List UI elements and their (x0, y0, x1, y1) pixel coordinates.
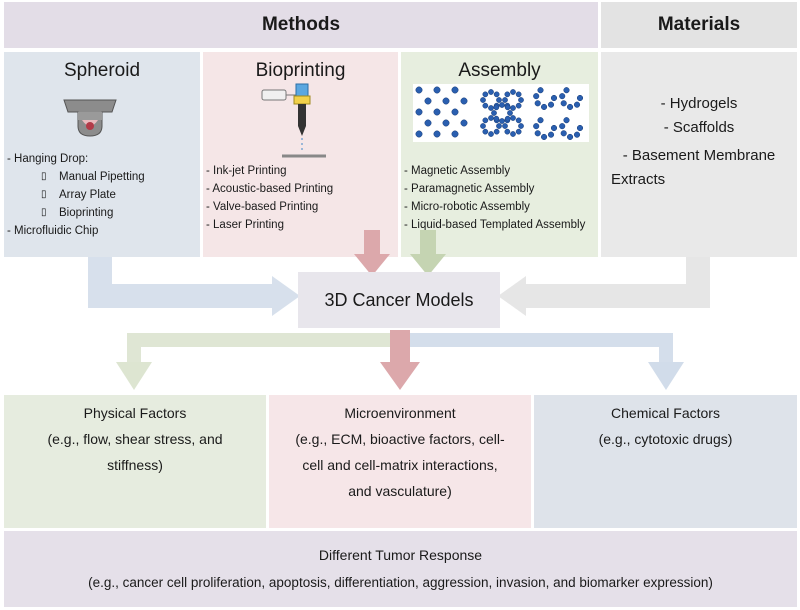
assembly-item: - Paramagnetic Assembly (404, 183, 535, 195)
spheroid-subitem: ▯Bioprinting (41, 207, 114, 219)
materials-item: - Hydrogels (660, 95, 738, 112)
bioprinting-title: Bioprinting (255, 60, 346, 81)
spheroid-subitem: ▯Array Plate (41, 189, 116, 201)
bioprinting-item: - Acoustic-based Printing (206, 183, 334, 195)
assembly-item: - Liquid-based Templated Assembly (404, 219, 586, 231)
materials-item: - Scaffolds (663, 119, 735, 136)
bioprinting-item: - Laser Printing (206, 219, 284, 231)
spheroid-subitem: ▯Manual Pipetting (41, 171, 145, 183)
center-label: 3D Cancer Models (324, 289, 474, 310)
materials-item: - Basement Membrane (622, 147, 776, 164)
assembly-panel: Assembly - Magnetic Assembly - Paramagne… (401, 52, 598, 257)
bioprinting-panel: Bioprinting - Ink-jet Printing - Acousti… (203, 52, 398, 257)
materials-header: Materials (601, 2, 797, 48)
physical-line: (e.g., flow, shear stress, and (47, 431, 223, 447)
spheroid-item-microfluidic: - Microfluidic Chip (7, 225, 99, 237)
arrow-to-microenvironment (390, 330, 410, 364)
micro-title: Microenvironment (344, 405, 456, 421)
materials-header-label: Materials (657, 14, 741, 35)
tumor-response-box: Different Tumor Response (e.g., cancer c… (4, 531, 797, 607)
methods-header: Methods (4, 2, 598, 48)
bioprinting-item: - Ink-jet Printing (206, 165, 287, 177)
hanging-drop-icon (63, 99, 117, 137)
arrow-head-materials (498, 276, 526, 316)
assembly-item: - Micro-robotic Assembly (404, 201, 530, 213)
response-title: Different Tumor Response (318, 547, 483, 563)
bioprinting-item: - Valve-based Printing (206, 201, 319, 213)
materials-panel: - Hydrogels - Scaffolds - Basement Membr… (601, 52, 797, 257)
arrow-to-physical (127, 333, 400, 362)
physical-title: Physical Factors (83, 405, 187, 421)
arrow-head-assembly (410, 254, 446, 276)
spheroid-panel: Spheroid - Hanging Drop: ▯Manual Pipetti… (4, 52, 200, 257)
arrow-spheroid-to-center (88, 257, 272, 308)
assembly-item: - Magnetic Assembly (404, 165, 511, 177)
microenvironment-box: Microenvironment (e.g., ECM, bioactive f… (269, 395, 531, 528)
arrow-head-chemical (648, 362, 684, 390)
arrow-materials-to-center (526, 257, 710, 308)
assembly-title: Assembly (458, 60, 541, 81)
spheroid-title: Spheroid (63, 60, 141, 81)
chemical-factors-box: Chemical Factors (e.g., cytotoxic drugs) (534, 395, 797, 528)
chemical-title: Chemical Factors (611, 405, 720, 421)
assembly-micrograph-icon (413, 84, 589, 142)
micro-line: and vasculature) (348, 483, 452, 499)
arrow-head-microenvironment (380, 362, 420, 390)
bioprinter-icon (261, 83, 326, 158)
micro-line: (e.g., ECM, bioactive factors, cell- (295, 431, 505, 447)
center-box: 3D Cancer Models (298, 272, 500, 328)
chemical-line: (e.g., cytotoxic drugs) (598, 431, 733, 447)
physical-factors-box: Physical Factors (e.g., flow, shear stre… (4, 395, 266, 528)
arrow-head-spheroid (272, 276, 300, 316)
spheroid-item-hanging-drop: - Hanging Drop: (7, 153, 89, 165)
methods-header-label: Methods (261, 14, 341, 35)
response-detail: (e.g., cancer cell proliferation, apopto… (88, 575, 713, 590)
materials-item: Extracts (611, 171, 666, 188)
arrow-assembly-down (420, 230, 436, 254)
arrow-to-chemical (400, 333, 673, 362)
arrow-head-bioprinting (354, 254, 390, 276)
physical-line: stiffness) (107, 457, 163, 473)
micro-line: cell and cell-matrix interactions, (302, 457, 498, 473)
arrow-bioprinting-down (364, 230, 380, 254)
arrow-head-physical (116, 362, 152, 390)
